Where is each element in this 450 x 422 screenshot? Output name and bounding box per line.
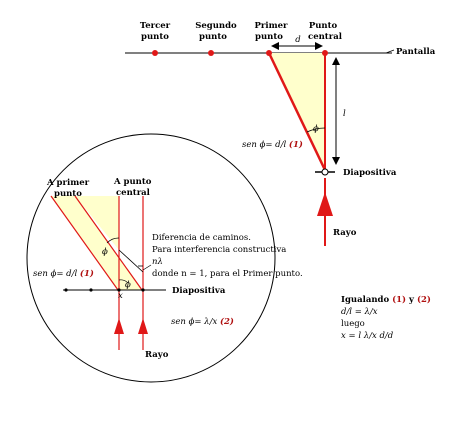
text-donde: donde n = 1, para el Primer punto.: [152, 269, 303, 279]
phi-arc-small: [118, 279, 129, 284]
third-point-dot: [152, 50, 158, 56]
label-segundo-2: punto: [199, 32, 227, 42]
inset-slide-dot-2: [89, 288, 93, 292]
result-line4: x = l λ/x d/d: [341, 331, 394, 341]
label-segundo: Segundo: [195, 21, 237, 31]
label-diapositiva-inset: Diapositiva: [172, 286, 226, 296]
first-point-dot: [266, 50, 272, 56]
label-tercer: Tercer: [140, 21, 171, 31]
slide-slit-top: [321, 168, 329, 176]
label-diapositiva-top: Diapositiva: [343, 168, 397, 178]
central-point-dot: [322, 50, 328, 56]
text-para: Para interferencia constructiva: [152, 245, 286, 255]
nlambda-pointer: [142, 264, 152, 271]
label-x: x: [118, 291, 123, 301]
label-a-central: A punto: [113, 177, 152, 187]
phi-arc-top: [306, 127, 326, 133]
label-rayo-inset: Rayo: [145, 350, 169, 360]
label-primer-2: punto: [255, 32, 283, 42]
pantalla-pointer: [385, 49, 395, 54]
first-order-beam-line: [267, 52, 327, 171]
inset-slide-dot-3: [117, 288, 121, 292]
label-tercer-2: punto: [141, 32, 169, 42]
inset-slide-dot-4: [141, 288, 145, 292]
ray-arrowhead-top: [317, 192, 333, 216]
path-difference-perpendicular: [118, 249, 144, 273]
second-point-dot: [208, 50, 214, 56]
label-pantalla: Pantalla: [396, 47, 436, 57]
label-phi-inset: ϕ: [102, 247, 108, 257]
label-l: l: [343, 109, 346, 119]
eq1-inset: sen ϕ= d/l (1): [33, 268, 94, 279]
inset-beam-wedge-right: [75, 196, 119, 250]
label-a-primer: A primer: [46, 178, 90, 188]
result-line2: d/l = λ/x: [341, 307, 378, 317]
phi-arc-inset: [106, 237, 120, 244]
label-phi-top: ϕ: [313, 124, 319, 134]
label-central: Punto: [309, 21, 338, 31]
label-central-2: central: [308, 32, 343, 42]
inset-ray-arrow-2: [138, 318, 148, 334]
label-a-central-2: central: [116, 188, 151, 198]
eq2-inset: sen ϕ= λ/x (2): [171, 316, 234, 327]
eq1-top: sen ϕ= d/l (1): [242, 139, 303, 150]
label-phi-small: ϕ: [125, 280, 131, 290]
text-nlambda: nλ: [152, 257, 163, 267]
inset-circle: [26, 133, 276, 383]
text-diferencia: Diferencia de caminos.: [152, 233, 251, 243]
result-line3: luego: [341, 319, 365, 329]
label-primer: Primer: [255, 21, 289, 31]
inset-ray-arrow-1: [114, 318, 124, 334]
label-d: d: [295, 35, 301, 45]
label-rayo-top: Rayo: [333, 228, 357, 238]
inset-diagonal-beam-2: [74, 195, 143, 291]
result-igualando: Igualando (1) y (2): [341, 294, 431, 305]
label-a-primer-2: punto: [54, 189, 82, 199]
inset-slide-dot-1: [64, 288, 68, 292]
inset-diagonal-beam-1: [50, 195, 119, 291]
